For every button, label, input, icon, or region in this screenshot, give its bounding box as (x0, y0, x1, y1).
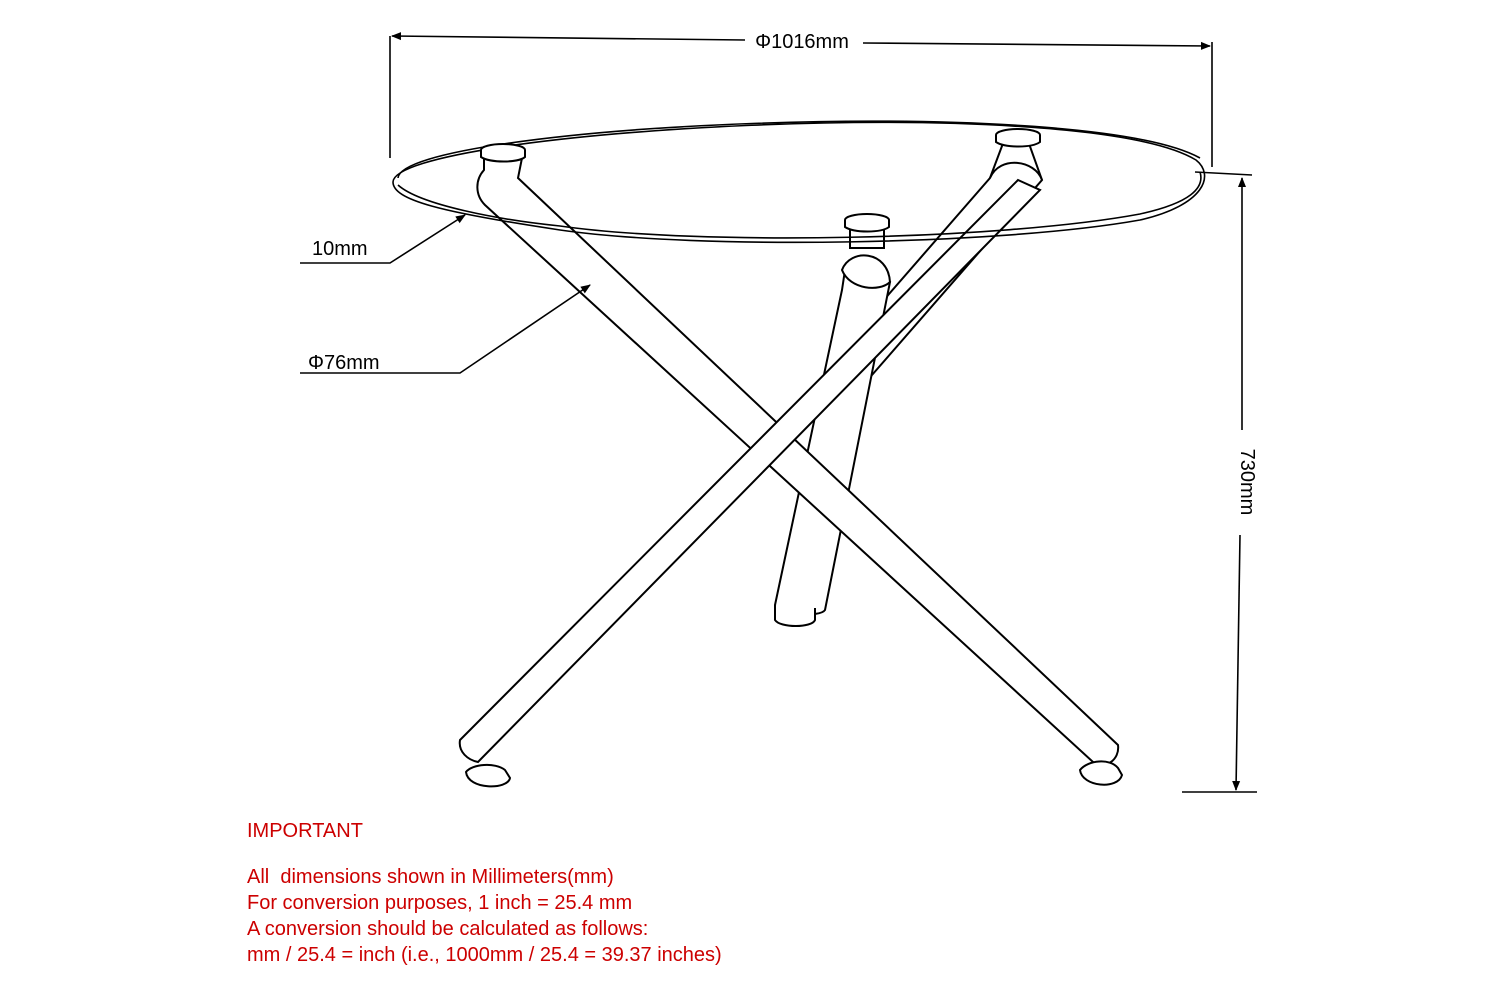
leg-caps (480, 128, 1041, 233)
leg-diameter-label: Φ76mm (308, 352, 380, 374)
notes-line-2: For conversion purposes, 1 inch = 25.4 m… (247, 892, 633, 914)
notes-heading: IMPORTANT (247, 820, 363, 842)
diameter-label: Φ1016mm (755, 31, 849, 53)
leg-diameter-leader: Φ76mm (300, 284, 591, 374)
diameter-dimension: Φ1016mm (389, 31, 1213, 167)
notes-line-3: A conversion should be calculated as fol… (247, 918, 649, 940)
height-dimension: 730mm (1182, 171, 1258, 793)
thickness-label: 10mm (312, 238, 368, 260)
front-left-leg (458, 178, 1042, 788)
important-notes: IMPORTANT All dimensions shown in Millim… (247, 818, 722, 968)
thickness-leader: 10mm (300, 214, 466, 264)
front-right-leg (476, 157, 1124, 786)
notes-line-4: mm / 25.4 = inch (i.e., 1000mm / 25.4 = … (247, 944, 722, 966)
height-label: 730mm (1236, 449, 1258, 516)
notes-line-1: All dimensions shown in Millimeters(mm) (247, 866, 614, 888)
glass-top (392, 120, 1206, 244)
